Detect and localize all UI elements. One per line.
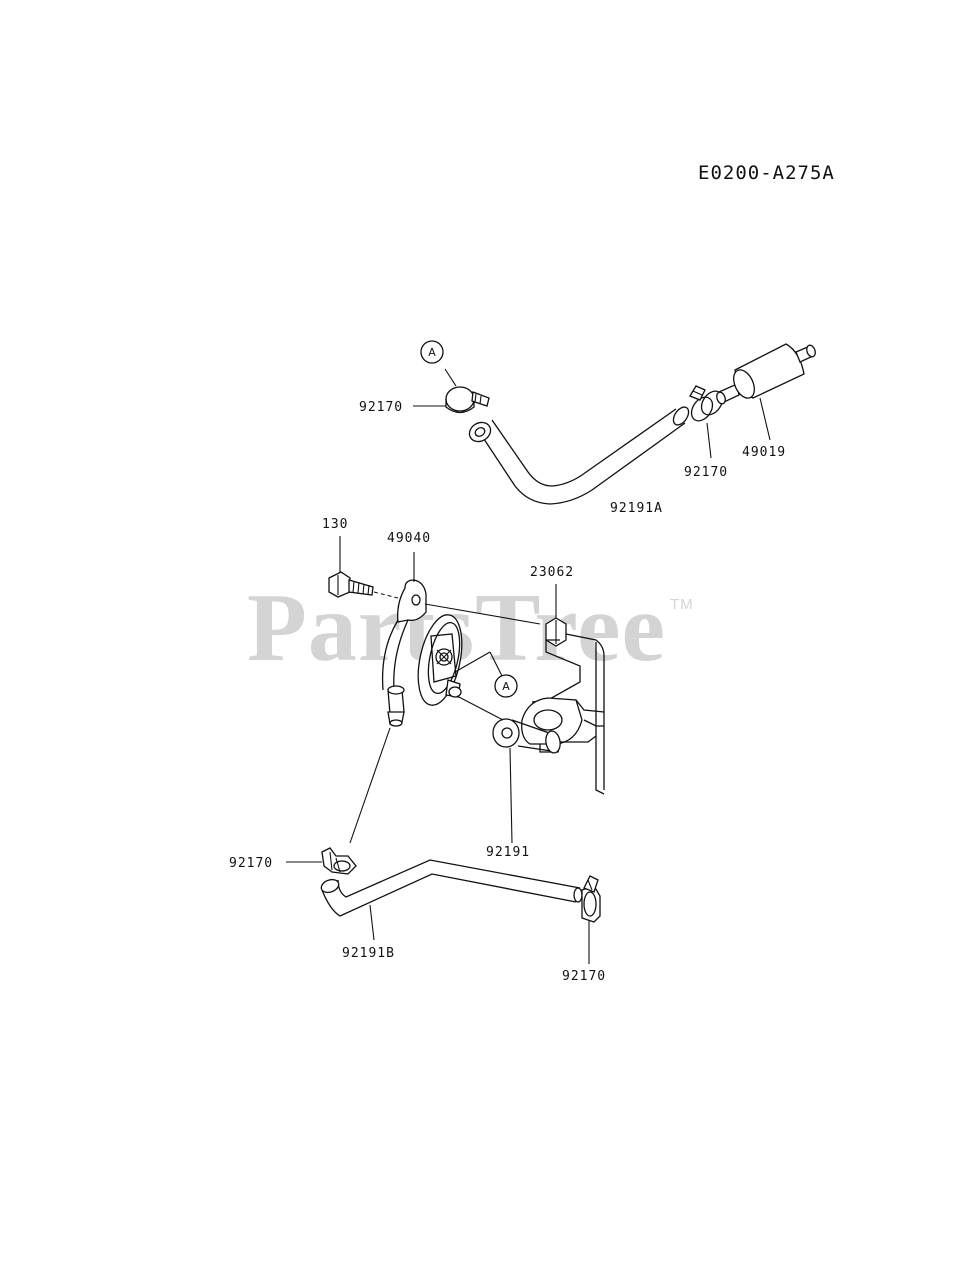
label-92170-bottom-left[interactable]: 92170 [229,856,273,871]
label-49019[interactable]: 49019 [742,445,786,460]
label-92191b[interactable]: 92191B [342,946,395,961]
watermark-tm: TM [669,596,694,613]
label-130[interactable]: 130 [322,517,348,532]
fuel-filter-49019[interactable] [715,343,817,405]
ref-marker-a-mid: A [494,674,518,698]
label-49040[interactable]: 49040 [387,531,431,546]
hose-clamp-92170-top-left[interactable] [445,386,490,414]
ref-marker-a-top-text: A [428,346,436,359]
fuel-pump-49040[interactable] [381,579,470,727]
fuel-hose-92191[interactable] [492,718,562,754]
label-92191[interactable]: 92191 [486,845,530,860]
ref-marker-a-top: A [420,340,444,364]
hose-clamp-92170-bottom-right[interactable] [581,875,601,923]
ref-marker-a-mid-text: A [502,680,510,693]
label-92170-top-left[interactable]: 92170 [359,400,403,415]
label-92191a[interactable]: 92191A [610,501,663,516]
fuel-hose-92191b[interactable] [319,859,583,917]
hose-clamp-92170-top-right[interactable] [687,385,727,425]
fuel-hose-92191a[interactable] [466,404,692,505]
diagram-code: E0200-A275A [698,162,835,184]
hose-clamp-92170-bottom-left[interactable] [321,847,357,875]
label-23062[interactable]: 23062 [530,565,574,580]
label-92170-top-right[interactable]: 92170 [684,465,728,480]
bolt-130[interactable] [328,571,374,598]
label-92170-bottom-right[interactable]: 92170 [562,969,606,984]
